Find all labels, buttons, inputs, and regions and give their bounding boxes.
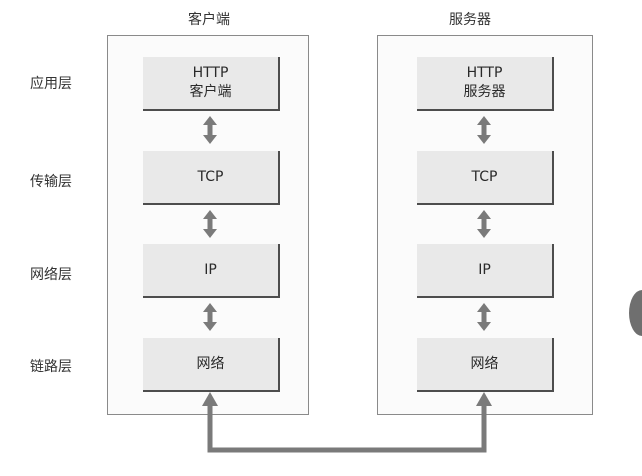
server-arrow-app-transport-icon: [477, 116, 491, 144]
server-link-box: 网络: [417, 338, 554, 392]
layer-label-transport: 传输层: [30, 174, 72, 190]
client-tcp-box: TCP: [143, 151, 280, 205]
edge-decoration: [629, 290, 642, 336]
server-http-box: HTTP 服务器: [417, 57, 554, 111]
client-arrow-network-link-icon: [203, 303, 217, 331]
client-arrow-app-transport-icon: [203, 116, 217, 144]
server-column-title: 服务器: [449, 12, 491, 28]
server-http-line-2: 服务器: [463, 84, 506, 100]
layer-label-network: 网络层: [30, 267, 72, 283]
client-ip-box: IP: [143, 244, 280, 298]
client-http-box: HTTP 客户端: [143, 57, 280, 111]
layer-label-link: 链路层: [30, 359, 72, 375]
layer-label-application: 应用层: [30, 76, 72, 92]
server-link-label: 网络: [470, 355, 499, 372]
client-tcp-label: TCP: [197, 168, 224, 185]
client-ip-label: IP: [204, 261, 217, 278]
client-link-box: 网络: [143, 338, 280, 392]
server-arrow-transport-network-icon: [477, 210, 491, 238]
client-http-line-2: 客户端: [189, 84, 232, 100]
server-ip-label: IP: [478, 261, 491, 278]
server-tcp-box: TCP: [417, 151, 554, 205]
server-tcp-label: TCP: [471, 168, 498, 185]
server-ip-box: IP: [417, 244, 554, 298]
client-http-line-1: HTTP: [192, 65, 229, 81]
link-connection-arrow-icon: [202, 392, 492, 453]
server-arrow-network-link-icon: [477, 303, 491, 331]
server-http-line-1: HTTP: [466, 65, 503, 81]
client-link-label: 网络: [196, 355, 225, 372]
client-arrow-transport-network-icon: [203, 210, 217, 238]
client-column-title: 客户端: [188, 12, 230, 28]
